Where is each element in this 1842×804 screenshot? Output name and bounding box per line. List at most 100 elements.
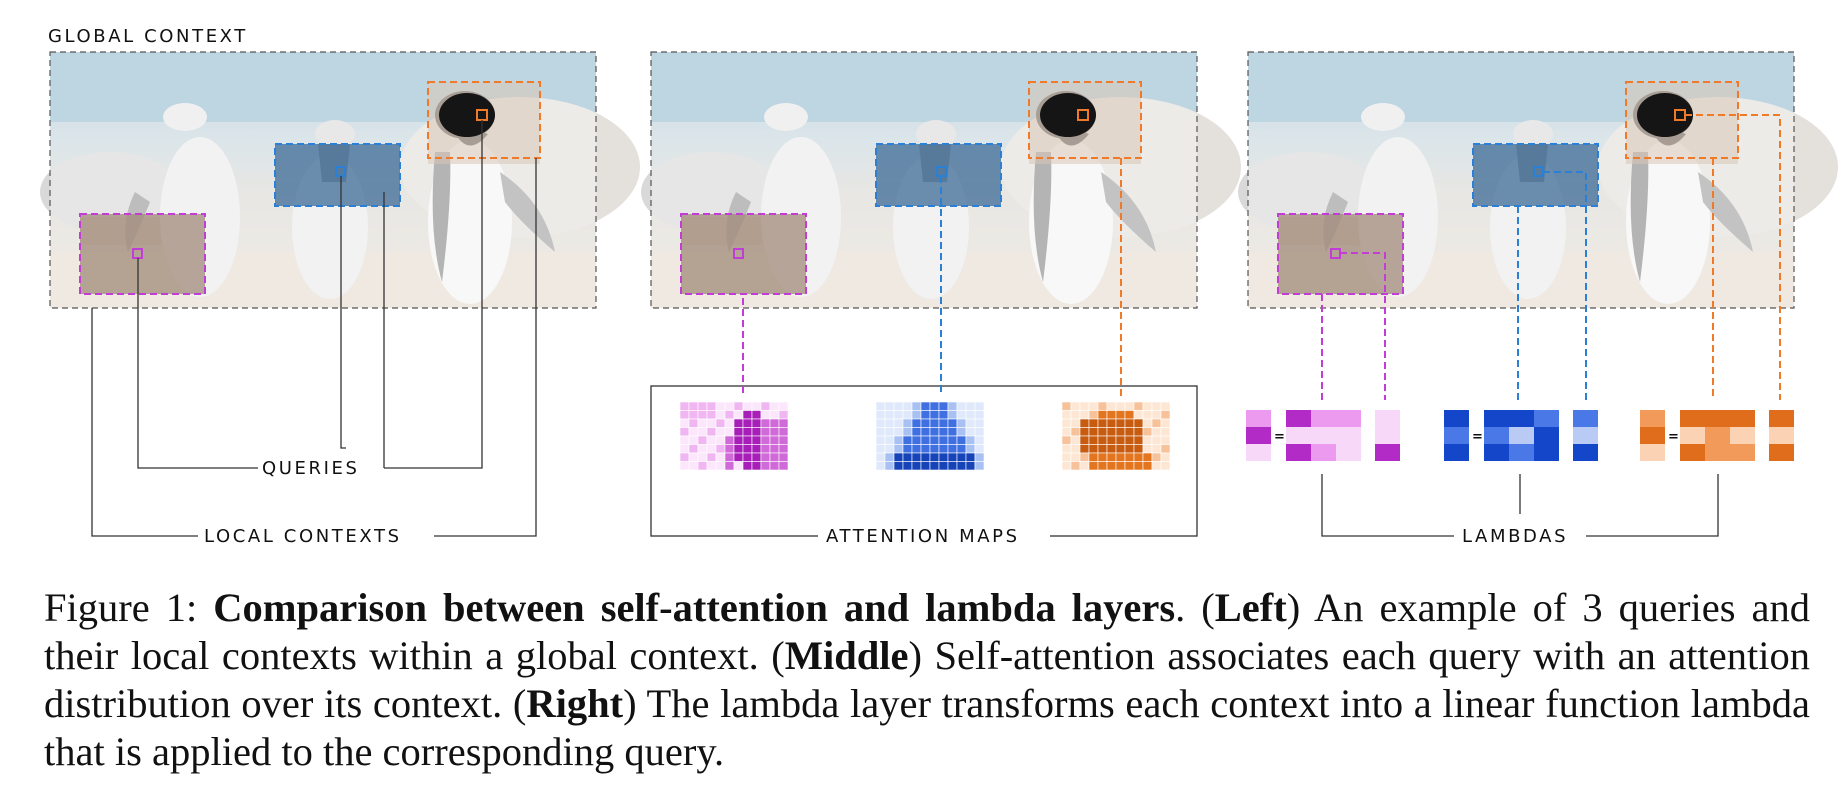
attention-cell [724,452,735,462]
attention-cell [929,418,940,428]
attention-cell [751,461,762,471]
attention-cell [733,401,744,411]
attention-cell [724,435,735,445]
lambda-cell [1640,444,1665,461]
attention-cell [742,427,753,437]
attention-cell [875,444,886,454]
attention-cell [1097,427,1108,437]
attention-cell [1124,444,1135,454]
lambda-cell [1336,427,1361,444]
attention-cell [778,452,789,462]
attention-cell [974,410,985,420]
attention-cell [1097,435,1108,445]
attention-cell [679,401,690,411]
lambda-cell [1336,410,1361,427]
caption-figure-label: Figure 1: [44,585,198,630]
attention-cell [760,401,771,411]
attention-cell [1124,401,1135,411]
attention-cell [679,435,690,445]
attention-cell [1079,444,1090,454]
middle-query-magenta [733,248,744,259]
attention-cell [974,418,985,428]
attention-cell [769,435,780,445]
attention-cell [1133,401,1144,411]
global-context-frame [49,51,597,309]
attention-cell [706,435,717,445]
attention-cell [769,427,780,437]
attention-cell [1133,427,1144,437]
lambda-cell [1573,427,1598,444]
attention-cell [760,427,771,437]
attention-cell [1133,435,1144,445]
lambda-cell [1311,427,1336,444]
lambda-cell [1286,427,1311,444]
attention-cell [965,418,976,428]
right-global-frame [1247,51,1795,309]
attention-cell [1106,444,1117,454]
attention-cell [742,410,753,420]
attention-cell [751,418,762,428]
attention-cell [947,444,958,454]
attention-cell [1088,401,1099,411]
attention-cell [688,410,699,420]
attention-cell [742,444,753,454]
attention-cell [1160,461,1171,471]
attention-cell [778,427,789,437]
attention-cell [697,444,708,454]
attention-cell [760,461,771,471]
attention-cell [778,410,789,420]
attention-cell [1115,452,1126,462]
middle-global-frame [650,51,1198,309]
figure-caption: Figure 1: Comparison between self-attent… [44,584,1810,776]
lambda-cell [1680,410,1705,427]
lambda-cell [1534,444,1559,461]
attention-cell [965,452,976,462]
panel-right-image [1238,52,1838,308]
attention-cell [884,452,895,462]
attention-cell [884,401,895,411]
attention-cell [1124,461,1135,471]
attention-cell [1151,410,1162,420]
attention-cell [1088,427,1099,437]
attention-cell [697,452,708,462]
lambda-cell [1573,410,1598,427]
attention-cell [920,435,931,445]
attention-cell [1115,418,1126,428]
attention-cell [929,427,940,437]
attention-cell [956,427,967,437]
attention-cell [1142,418,1153,428]
right-context-blue [1472,143,1599,207]
attention-cell [974,444,985,454]
middle-query-orange [1077,109,1089,121]
attention-cell [884,444,895,454]
caption-left-label: Left [1214,585,1287,630]
attention-cell [769,410,780,420]
attention-cell [956,418,967,428]
attention-cell [733,418,744,428]
attention-cell [769,461,780,471]
lambda-cell [1509,444,1534,461]
attention-cell [733,452,744,462]
middle-context-orange [1028,81,1142,159]
global-context-label: GLOBAL CONTEXT [48,26,248,47]
attention-cell [911,427,922,437]
attention-maps-label: ATTENTION MAPS [826,526,1020,547]
attention-cell [1070,410,1081,420]
attention-cell [1151,418,1162,428]
attention-cell [778,435,789,445]
attention-cell [1142,435,1153,445]
local-context-orange [427,81,541,159]
attention-cell [974,427,985,437]
lambda-orange: = [1640,410,1794,461]
lambda-cell [1444,427,1469,444]
lambda-cell [1534,427,1559,444]
attention-cell [884,435,895,445]
attention-cell [875,452,886,462]
attention-map-magenta [679,401,789,471]
attention-cell [947,418,958,428]
lambda-cell [1246,444,1271,461]
attention-cell [688,452,699,462]
attention-cell [760,435,771,445]
attention-cell [875,435,886,445]
